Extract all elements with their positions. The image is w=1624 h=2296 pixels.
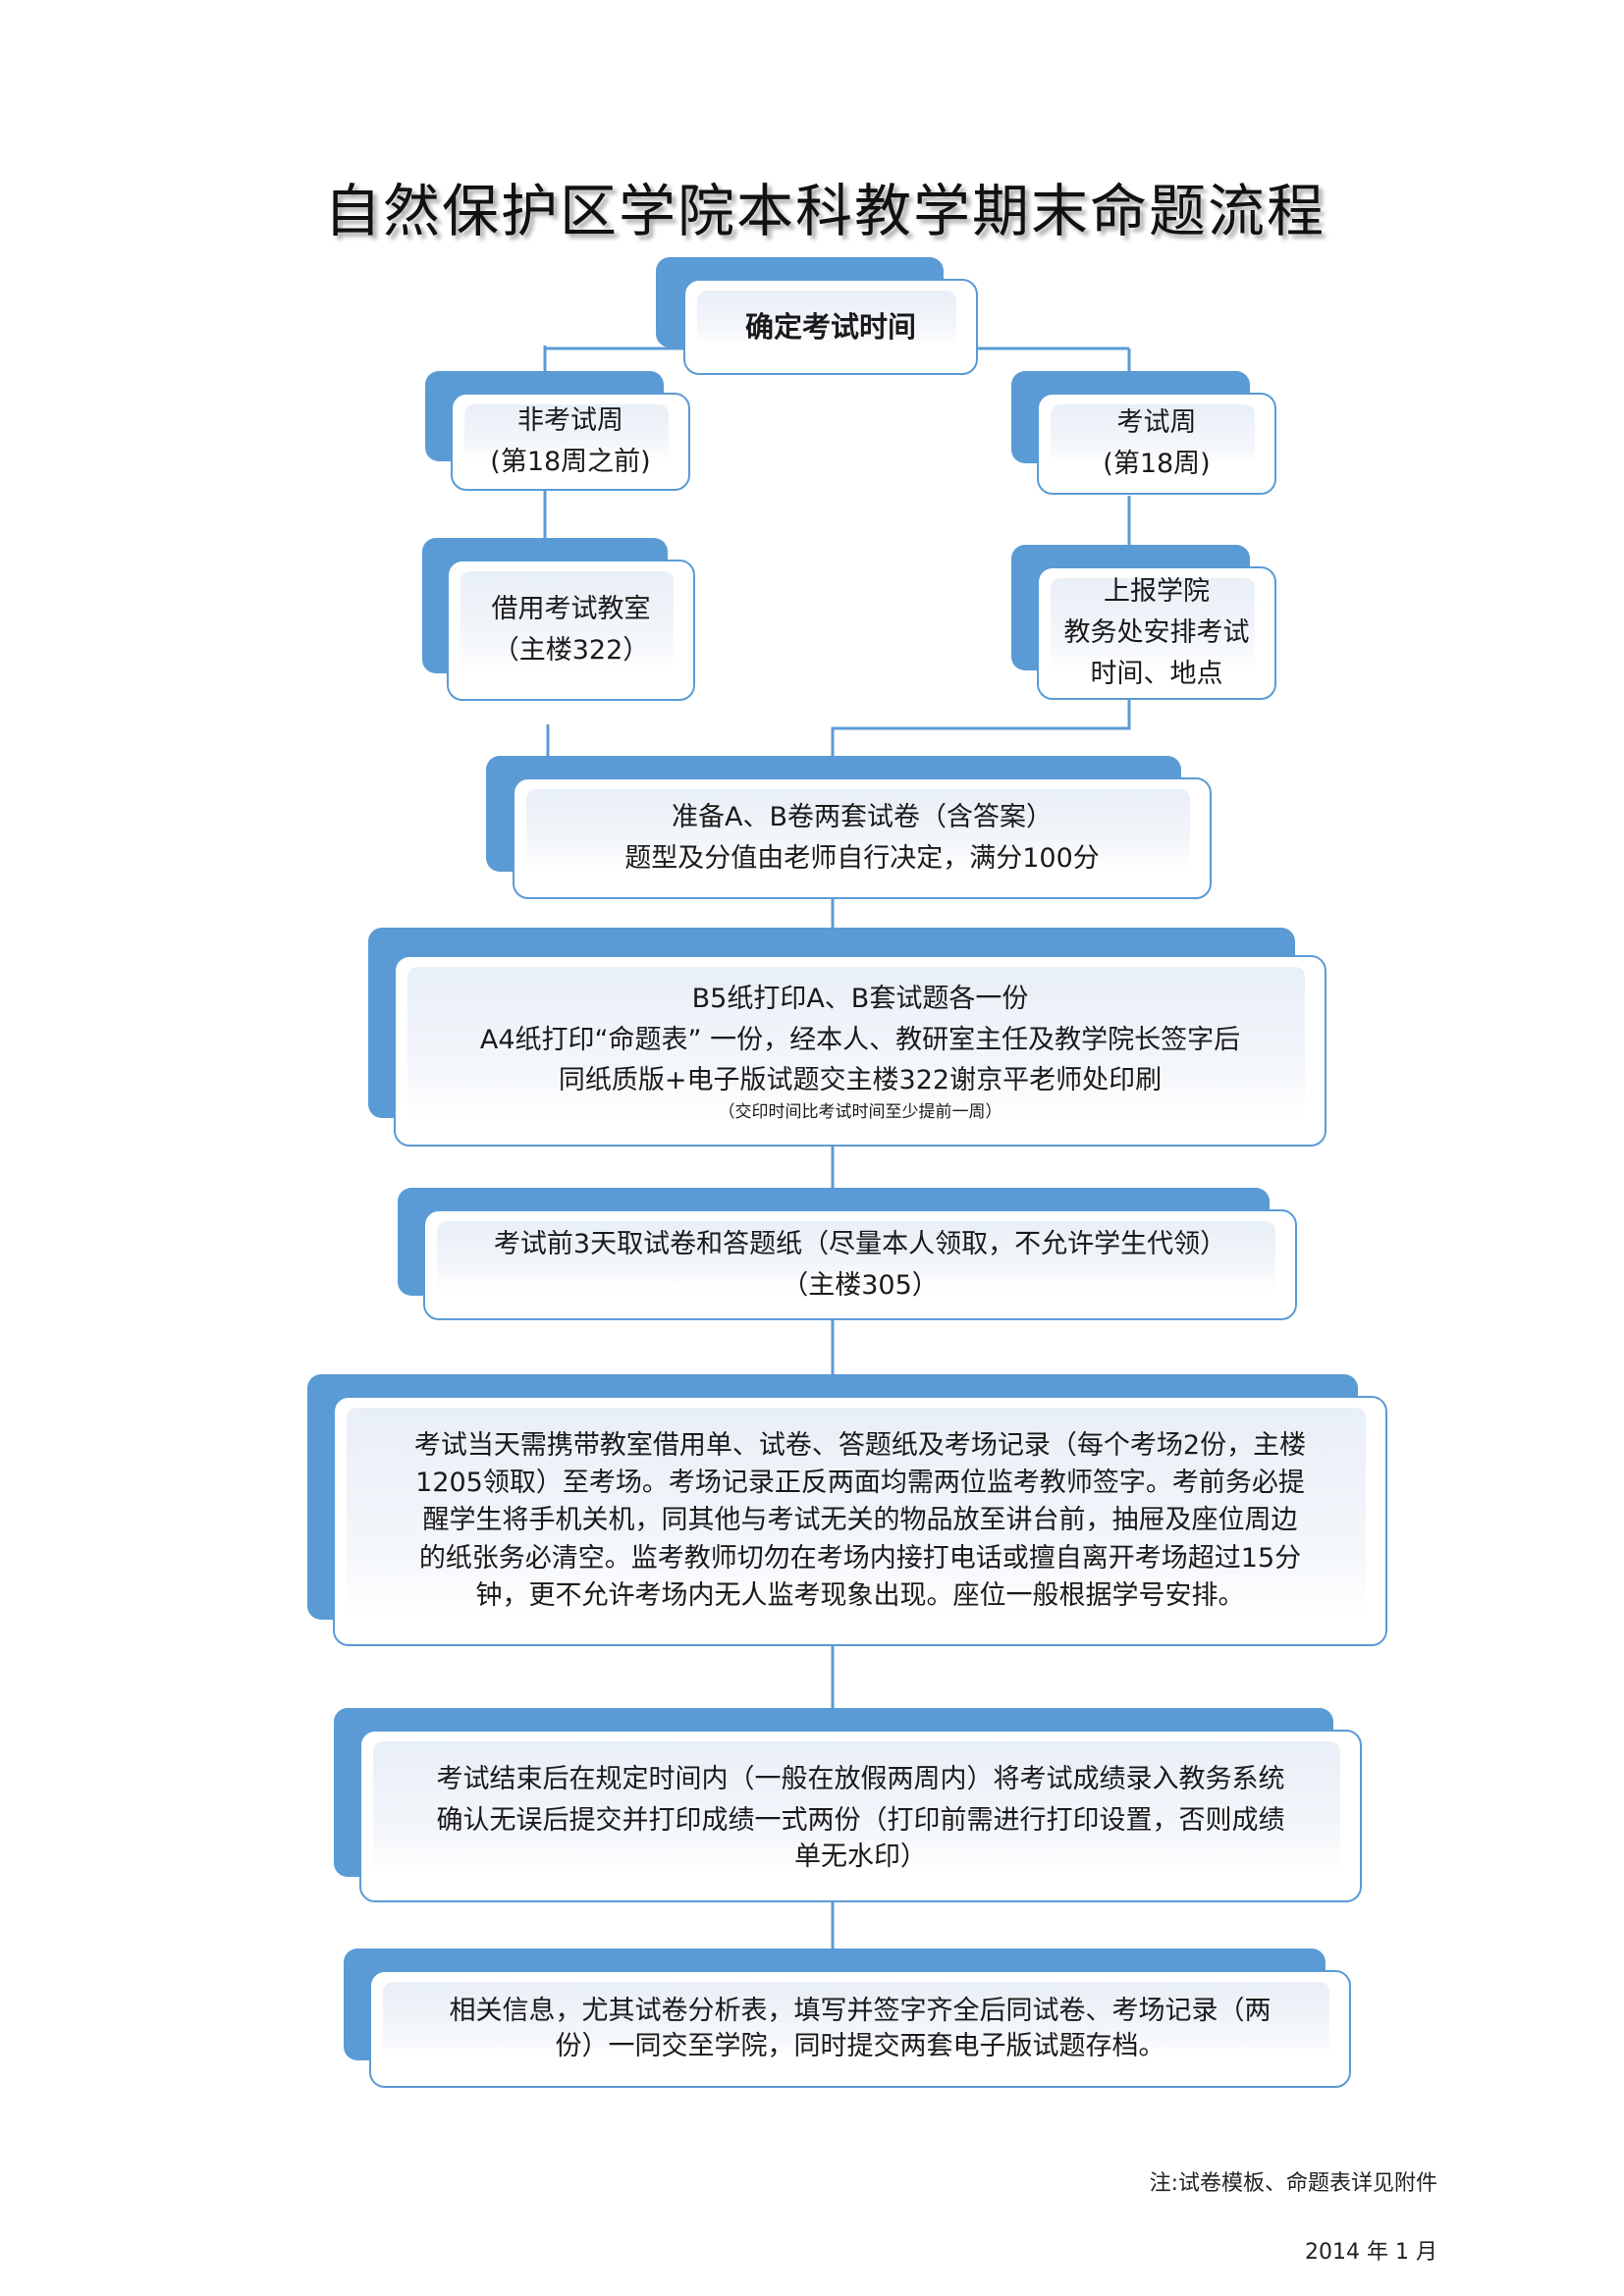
node-text: A4纸打印“命题表” 一份，经本人、教研室主任及教学院长签字后	[479, 1024, 1241, 1055]
node-text: 考试结束后在规定时间内（一般在放假两周内）将考试成绩录入教务系统	[436, 1763, 1285, 1794]
node-text: （主楼305）	[782, 1269, 939, 1301]
node-text: 非考试周	[517, 405, 623, 437]
node-text: 考试前3天取试卷和答题纸（尽量本人领取，不允许学生代领）	[493, 1228, 1227, 1259]
node-text: (第18周之前)	[490, 447, 651, 477]
node-text: (第18周)	[1103, 449, 1211, 479]
node-text: （主楼322）	[492, 635, 650, 666]
node-text: 考试周	[1116, 407, 1197, 439]
node-text: 确定考试时间	[744, 309, 916, 344]
node-text: 醒学生将手机关机，同其他与考试无关的物品放至讲台前，抽屉及座位周边	[422, 1505, 1298, 1536]
node-text: 准备A、B卷两套试卷（含答案）	[672, 802, 1053, 833]
footer-note: 注:试卷模板、命题表详见附件	[1149, 2171, 1437, 2196]
node-text: 题型及分值由老师自行决定，满分100分	[624, 843, 1100, 874]
node-text: 的纸张务必清空。监考教师切勿在考场内接打电话或擅自离开考场超过15分	[418, 1542, 1302, 1574]
footer-date: 2014 年 1 月	[1305, 2240, 1437, 2265]
page-title: 自然保护区学院本科教学期末命题流程	[323, 178, 1326, 244]
node-text: 确认无误后提交并打印成绩一式两份（打印前需进行打印设置，否则成绩	[436, 1804, 1285, 1836]
node-text: 份）一同交至学院，同时提交两套电子版试题存档。	[555, 2031, 1165, 2061]
node-text: 时间、地点	[1090, 658, 1223, 689]
node-text: 1205领取）至考场。考场记录正反两面均需两位监考教师签字。考前务必提	[415, 1468, 1305, 1498]
node-text: 同纸质版+电子版试题交主楼322谢京平老师处印刷	[558, 1065, 1163, 1096]
connector-report-prepare	[831, 699, 1131, 775]
node-text: 钟，更不允许考场内无人监考现象出现。座位一般根据学号安排。	[475, 1579, 1245, 1611]
node-text: 教务处安排考试	[1063, 617, 1250, 649]
node-text: B5纸打印A、B套试题各一份	[691, 983, 1029, 1014]
node-text: 上报学院	[1104, 576, 1210, 608]
node-text: 考试当天需携带教室借用单、试卷、答题纸及考场记录（每个考场2份，主楼	[413, 1429, 1307, 1461]
node-text: 相关信息，尤其试卷分析表，填写并签字齐全后同试卷、考场记录（两	[449, 1995, 1272, 2026]
node-text: 借用考试教室	[491, 594, 651, 625]
node-text: 单无水印）	[794, 1841, 927, 1872]
node-note: （交印时间比考试时间至少提前一周）	[718, 1102, 1002, 1123]
